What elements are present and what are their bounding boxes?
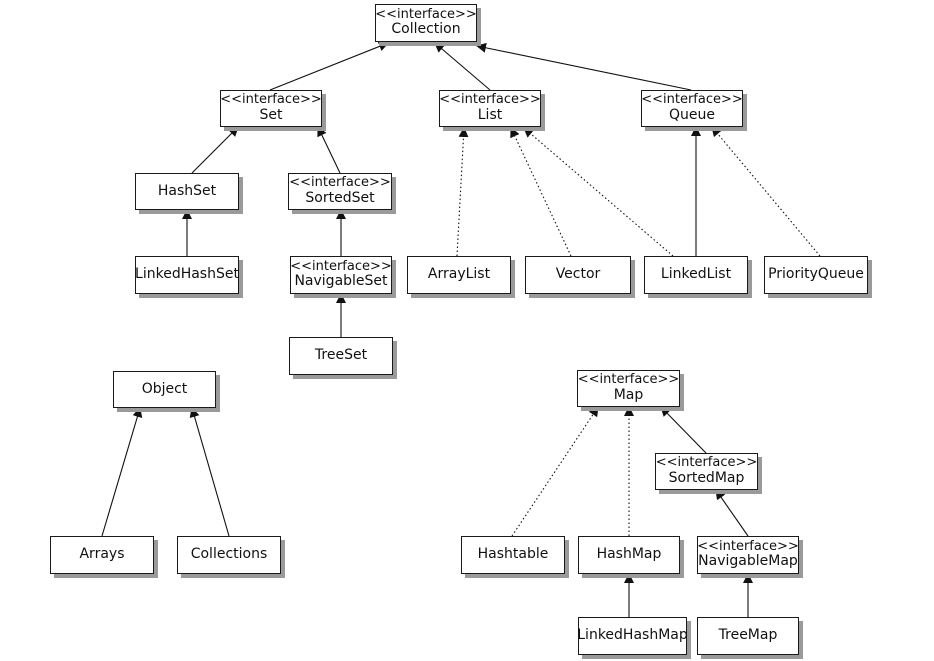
stereotype-label: <<interface>> [697, 538, 799, 554]
edge-collections-to-object [189, 407, 230, 537]
edge-hashset-to-set [191, 126, 239, 174]
node-linkedhashset-class: LinkedHashSet [135, 256, 239, 294]
edge-priorityqueue-to-queue [711, 126, 821, 257]
node-name: HashMap [596, 546, 662, 563]
stereotype-label: <<interface>> [655, 455, 758, 471]
node-name: NavigableMap [698, 553, 798, 570]
node-queue-interface: <<interface>> Queue [641, 90, 743, 127]
node-name: Set [259, 106, 283, 123]
node-name: ArrayList [427, 266, 491, 283]
node-name: Map [613, 386, 644, 403]
node-hashset-class: HashSet [135, 173, 239, 210]
node-sortedmap-interface: <<interface>> SortedMap [655, 453, 758, 490]
node-name: TreeMap [718, 627, 778, 644]
node-name: NavigableSet [294, 273, 388, 290]
stereotype-label: <<interface>> [220, 92, 322, 108]
node-name: SortedMap [668, 469, 745, 486]
edge-arraylist-to-list [456, 127, 469, 257]
node-navigablemap-interface: <<interface>> NavigableMap [697, 536, 799, 574]
stereotype-label: <<interface>> [641, 92, 743, 108]
node-priorityqueue-class: PriorityQueue [764, 256, 868, 294]
edge-sortedmap-to-map [660, 406, 707, 454]
stereotype-label: <<interface>> [290, 258, 392, 274]
node-arrays-class: Arrays [50, 536, 154, 574]
node-name: PriorityQueue [768, 266, 864, 283]
node-name: Hashtable [477, 546, 549, 563]
node-treeset-class: TreeSet [289, 337, 393, 375]
node-name: Queue [669, 106, 715, 123]
edge-linkedlist-to-list [523, 127, 674, 257]
edge-queue-to-collection [476, 42, 692, 91]
edge-navigablemap-to-sortedmap [715, 489, 749, 537]
node-treemap-class: TreeMap [697, 617, 799, 655]
node-name: Collections [190, 546, 268, 563]
node-object-class: Object [113, 371, 216, 408]
edge-set-to-collection [269, 41, 389, 91]
stereotype-label: <<interface>> [439, 92, 541, 108]
node-linkedhashmap-class: LinkedHashMap [577, 617, 688, 655]
node-name: Arrays [79, 546, 125, 563]
stereotype-label: <<interface>> [375, 6, 477, 22]
node-name: Object [141, 380, 188, 397]
node-set-interface: <<interface>> Set [220, 90, 322, 127]
edge-vector-to-list [510, 127, 572, 257]
node-name: LinkedHashMap [577, 627, 688, 644]
node-collections-class: Collections [177, 536, 281, 574]
node-name: SortedSet [305, 189, 375, 206]
node-name: LinkedList [660, 266, 732, 283]
node-list-interface: <<interface>> List [439, 90, 541, 127]
node-collection-interface: <<interface>> Collection [375, 4, 477, 42]
node-name: HashSet [157, 182, 217, 199]
node-name: Vector [555, 266, 601, 283]
node-name: TreeSet [314, 347, 368, 364]
node-name: Collection [391, 21, 461, 38]
node-arraylist-class: ArrayList [407, 256, 511, 294]
node-navigableset-interface: <<interface>> NavigableSet [290, 256, 392, 294]
node-name: LinkedHashSet [135, 266, 239, 283]
node-map-interface: <<interface>> Map [577, 370, 680, 407]
node-hashmap-class: HashMap [578, 536, 680, 574]
node-vector-class: Vector [525, 256, 631, 294]
node-name: List [477, 106, 503, 123]
edge-hashtable-to-map [511, 406, 599, 537]
node-sortedset-interface: <<interface>> SortedSet [288, 173, 392, 210]
edge-list-to-collection [434, 42, 491, 91]
stereotype-label: <<interface>> [577, 372, 680, 388]
node-linkedlist-class: LinkedList [644, 256, 748, 294]
stereotype-label: <<interface>> [289, 175, 391, 191]
edge-arrays-to-object [101, 407, 143, 537]
edge-sortedset-to-set [317, 126, 341, 174]
node-hashtable-class: Hashtable [461, 536, 565, 574]
